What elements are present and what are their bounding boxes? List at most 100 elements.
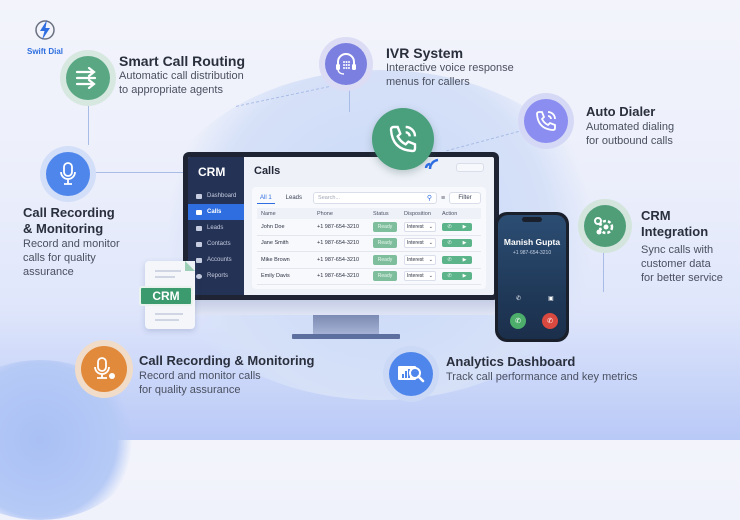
play-icon[interactable]: ▶ [462,273,467,280]
feature-title: Call Recording & Monitoring [139,353,315,368]
chevron-down-icon: ⌄ [428,223,433,230]
feature-desc: Track call performance and key metrics [446,371,638,383]
feature-desc: Record and monitor calls [139,370,261,382]
sidebar-item-contacts[interactable]: Contacts [188,236,244,252]
disposition-value: Interest [407,273,424,280]
disposition-select[interactable]: Interest ⌄ [404,238,436,249]
cell-phone: +1 987-654-3210 [317,273,360,280]
search-placeholder: Search... [318,195,341,201]
lightning-bolt-icon [35,20,55,40]
microphone-icon [60,162,76,185]
monitor-base [292,334,400,339]
chart-magnifier-icon [398,366,425,383]
feature-desc: for quality assurance [139,384,241,396]
crm-badge: CRM [139,286,193,306]
call-icon[interactable]: ✆ [447,240,452,247]
chevron-down-icon: ⌄ [428,240,433,247]
play-icon[interactable]: ▶ [462,223,467,230]
disposition-select[interactable]: Interest⌄ [404,221,436,232]
play-icon[interactable]: ▶ [462,256,467,263]
cell-phone: +1 987-654-3210 [317,256,360,263]
filter-button[interactable]: Filter [449,192,481,204]
reports-icon [196,273,202,279]
feature-crm-integration: CRM Integration Sync calls with customer… [641,208,723,285]
action-buttons[interactable]: ✆▶ [442,272,472,281]
tab-leads[interactable]: Leads [285,195,303,201]
analytics-dashboard-icon-badge [383,346,439,402]
connector-line [92,172,192,173]
status-badge: Ready [373,221,397,232]
accept-call-button[interactable]: ✆ [510,313,526,329]
tab-all[interactable]: All 1 [257,193,275,204]
crm-integration-icon-badge [578,199,632,253]
play-icon[interactable]: ▶ [462,240,467,247]
wifi-signal-icon [424,158,439,170]
feature-desc: Automated dialing [586,121,675,133]
cell-name: Mike Brown [261,256,290,263]
table-row: John Doe +1 987-654-3210 Ready Interest⌄… [257,219,481,236]
sidebar-item-leads[interactable]: Leads [188,220,244,236]
video-icon[interactable]: ▣ [548,296,554,302]
crm-screen: CRM Dashboard Calls Leads Contacts Accou… [188,157,494,295]
menu-icon[interactable]: ≡ [441,194,446,202]
feature-call-recording-bottom: Call Recording & Monitoring Record and m… [139,353,315,397]
cell-name: Emily Davis [261,273,290,280]
monitor-stand [313,315,379,335]
connector-line [88,105,89,145]
crm-document: CRM [139,261,195,329]
dashboard-icon [196,193,202,199]
sidebar-item-label: Dashboard [207,193,237,199]
smart-call-routing-icon-badge [60,50,116,106]
auto-dialer-icon-badge [518,93,574,149]
call-recording-icon-badge [40,146,96,202]
cell-name: Jane Smith [261,240,289,247]
feature-title: Call Recording [23,205,115,220]
column-header: Name [261,210,276,217]
mute-icon[interactable]: ✆ [516,296,522,302]
action-buttons[interactable]: ✆▶ [442,255,472,264]
column-header: Action [442,210,458,217]
call-icon[interactable]: ✆ [447,223,452,230]
feature-desc: for outbound calls [586,135,673,147]
caller-name: Manish Gupta [503,237,561,247]
action-buttons[interactable]: ✆▶ [442,222,472,231]
calls-card: All 1 Leads Search... ⚲ ≡ Filter Name Ph… [252,187,486,289]
sidebar-item-label: Contacts [207,241,231,247]
microphone-record-icon [94,357,115,379]
feature-desc: assurance [23,266,74,278]
phone-screen: Manish Gupta +1 987-654-3210 ✆ ▣ ✆ ✆ [498,215,566,339]
ivr-system-icon-badge [319,37,373,91]
search-icon[interactable]: ⚲ [426,195,433,202]
disposition-value: Interest [407,240,424,247]
feature-desc: Sync calls with [641,244,714,256]
search-input[interactable]: Search... ⚲ [313,192,438,204]
sidebar-item-reports[interactable]: Reports [188,268,244,284]
disposition-select[interactable]: Interest⌄ [404,254,436,265]
phone-ringing-icon [389,125,417,153]
sidebar-item-accounts[interactable]: Accounts [188,252,244,268]
phone-icon: ✆ [515,318,521,325]
feature-desc: for better service [641,272,723,284]
call-icon[interactable]: ✆ [447,273,452,280]
sidebar-item-dashboard[interactable]: Dashboard [188,188,244,204]
sidebar-item-label: Leads [207,225,224,231]
crm-sidebar: CRM Dashboard Calls Leads Contacts Accou… [188,157,244,295]
top-action-button[interactable] [456,163,484,172]
cell-phone: +1 987-654-3210 [317,223,360,230]
sidebar-item-label: Reports [207,273,229,279]
decline-call-button[interactable]: ✆ [542,313,558,329]
action-buttons[interactable]: ✆▶ [442,239,472,248]
column-header: Phone [317,210,333,217]
page-title: Calls [254,165,281,177]
sidebar-item-label: Calls [207,209,222,215]
call-icon[interactable]: ✆ [447,256,452,263]
sidebar-item-calls[interactable]: Calls [188,204,244,220]
leads-icon [196,225,202,231]
routing-arrows-icon [75,67,97,89]
feature-title: Analytics Dashboard [446,354,576,369]
call-recording-bottom-icon-badge [75,340,133,398]
connector-line [349,82,350,112]
feature-desc: Record and monitor [23,238,120,250]
feature-desc: Interactive voice response [386,62,514,74]
disposition-select[interactable]: Interest⌄ [404,271,436,282]
